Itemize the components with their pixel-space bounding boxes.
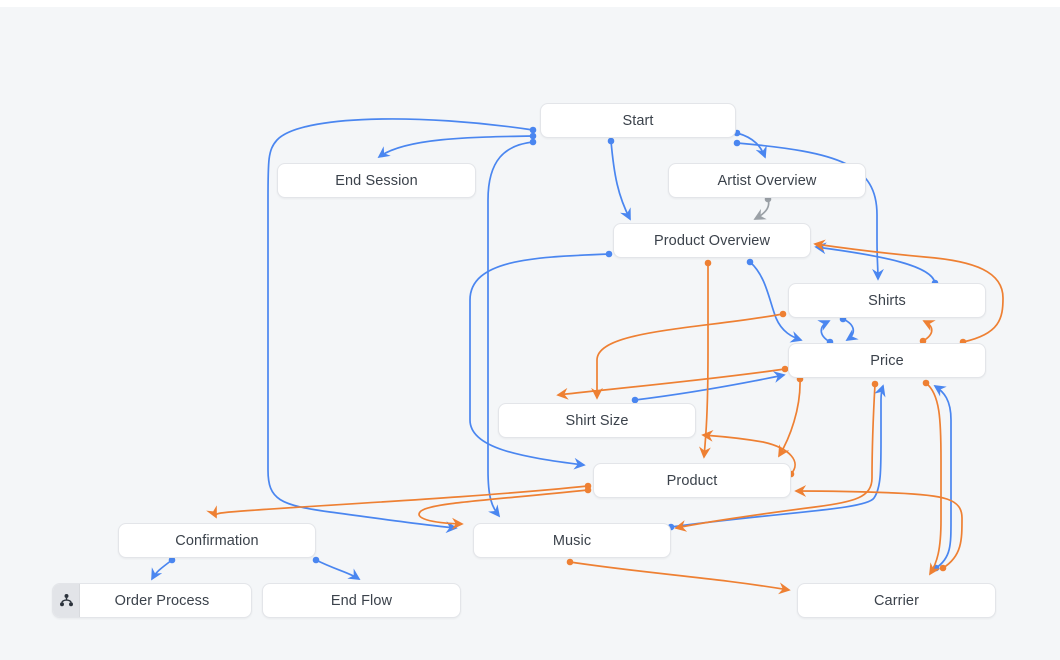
node-label: Product: [666, 472, 718, 489]
edge-source-dot[interactable]: [605, 250, 613, 258]
edge-music-to-price[interactable]: [670, 384, 886, 528]
node-label: End Flow: [330, 592, 393, 609]
node-product-overview[interactable]: Product Overview: [613, 223, 811, 258]
node-label: Order Process: [114, 592, 210, 609]
edge-start-to-shirts[interactable]: [736, 142, 884, 281]
node-label: Price: [870, 352, 904, 369]
edge-product-to-music-uturn[interactable]: [418, 489, 589, 530]
edge-source-dot[interactable]: [779, 310, 787, 318]
node-label: Start: [622, 112, 654, 129]
subflow-icon: [53, 584, 80, 617]
edge-source-dot[interactable]: [733, 139, 741, 147]
edge-price-to-product-top[interactable]: [778, 378, 801, 458]
edge-source-dot[interactable]: [529, 138, 537, 146]
edge-shirts-to-product-overview[interactable]: [814, 242, 936, 284]
edge-product-to-shirt-size-loop[interactable]: [701, 429, 796, 475]
node-label: Shirt Size: [565, 412, 629, 429]
edge-source-dot[interactable]: [919, 337, 927, 345]
edge-shirts-to-shirt-size[interactable]: [591, 313, 784, 400]
node-label: Music: [552, 532, 592, 549]
edge-start-to-music-top[interactable]: [487, 141, 534, 518]
edge-product-to-confirmation[interactable]: [206, 485, 589, 519]
edge-carrier-to-product[interactable]: [794, 485, 963, 569]
node-start[interactable]: Start: [540, 103, 736, 138]
node-label: Confirmation: [175, 532, 259, 549]
edge-start-to-artist-overview[interactable]: [736, 132, 767, 159]
edge-source-dot[interactable]: [168, 556, 176, 564]
node-confirmation[interactable]: Confirmation: [118, 523, 316, 558]
edge-source-dot[interactable]: [704, 259, 712, 267]
edge-source-dot[interactable]: [584, 486, 592, 494]
edge-start-to-music-left[interactable]: [267, 118, 534, 534]
edge-price-to-music[interactable]: [674, 383, 876, 532]
edge-confirmation-to-order-process[interactable]: [151, 559, 173, 581]
edge-shirt-size-to-price[interactable]: [634, 371, 786, 401]
edge-source-dot[interactable]: [529, 132, 537, 140]
node-label: Artist Overview: [717, 172, 817, 189]
edge-shirts-to-price-s[interactable]: [842, 318, 859, 341]
node-label: Product Overview: [653, 232, 771, 249]
edge-price-to-product-overview-loop[interactable]: [813, 239, 1004, 343]
edge-source-dot[interactable]: [781, 365, 789, 373]
edge-product-overview-to-product-vertical[interactable]: [698, 263, 711, 459]
node-shirt-size[interactable]: Shirt Size: [498, 403, 696, 438]
node-end-session[interactable]: End Session: [277, 163, 476, 198]
edge-source-dot[interactable]: [939, 564, 947, 572]
edge-start-to-end-session[interactable]: [377, 135, 534, 159]
edge-price-to-shirt-size[interactable]: [556, 368, 786, 400]
node-carrier[interactable]: Carrier: [797, 583, 996, 618]
top-strip: [0, 0, 1060, 7]
edge-product-overview-to-price[interactable]: [749, 261, 803, 343]
edge-source-dot[interactable]: [312, 556, 320, 564]
edge-music-to-carrier[interactable]: [569, 561, 791, 595]
node-end-flow[interactable]: End Flow: [262, 583, 461, 618]
edge-product-overview-to-product[interactable]: [469, 253, 610, 470]
edge-source-dot[interactable]: [566, 558, 574, 566]
edge-carrier-to-price[interactable]: [933, 385, 952, 569]
edge-source-dot[interactable]: [871, 380, 879, 388]
node-label: Shirts: [868, 292, 906, 309]
edge-start-to-product-overview[interactable]: [610, 140, 631, 221]
edge-price-to-shirts-s[interactable]: [817, 320, 831, 343]
node-order-process[interactable]: Order Process: [52, 583, 252, 618]
node-music[interactable]: Music: [473, 523, 671, 558]
node-price[interactable]: Price: [788, 343, 986, 378]
node-product[interactable]: Product: [593, 463, 791, 498]
node-label: Carrier: [873, 592, 919, 609]
node-artist-overview[interactable]: Artist Overview: [668, 163, 866, 198]
node-label: End Session: [335, 172, 418, 189]
edge-confirmation-to-end-flow[interactable]: [315, 559, 361, 580]
edge-source-dot[interactable]: [529, 126, 537, 134]
edge-source-dot[interactable]: [922, 379, 930, 387]
edge-source-dot[interactable]: [631, 396, 639, 404]
edge-source-dot[interactable]: [746, 258, 754, 266]
node-shirts[interactable]: Shirts: [788, 283, 986, 318]
edge-source-dot[interactable]: [607, 137, 615, 145]
edge-price-to-carrier[interactable]: [925, 382, 942, 576]
